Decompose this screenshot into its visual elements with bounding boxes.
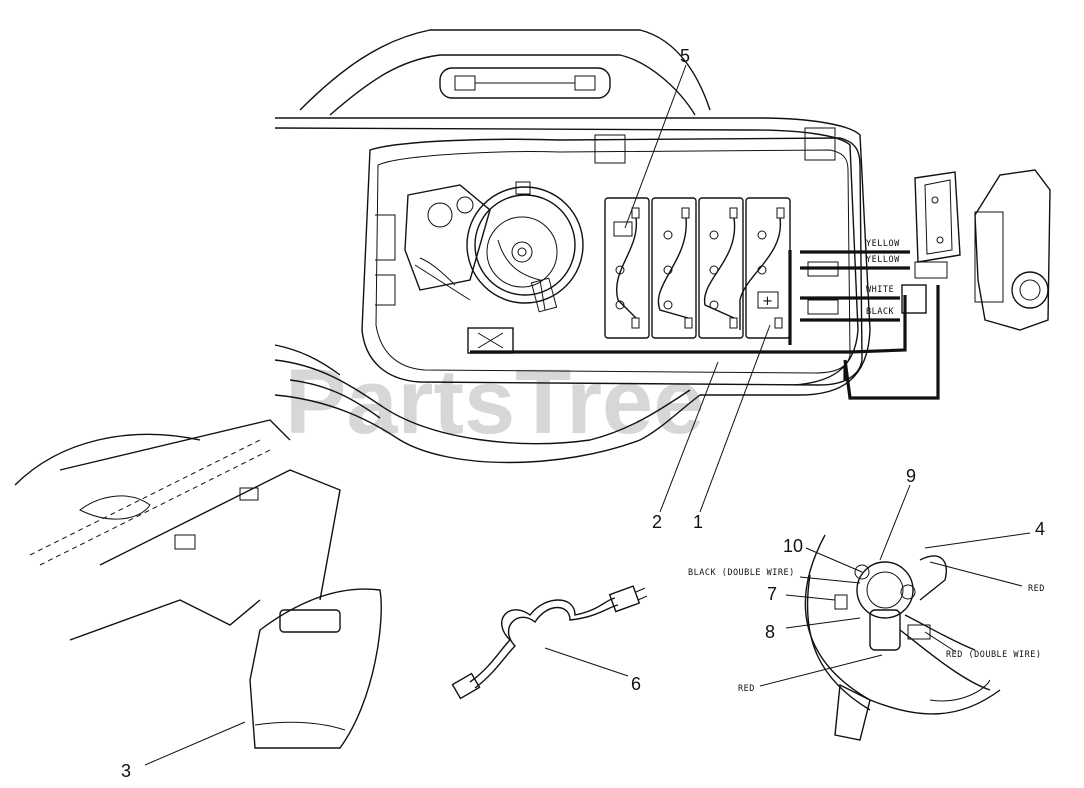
- control-box: [914, 169, 1051, 331]
- callout-4: 4: [1035, 519, 1045, 539]
- grass-chute-assembly: [14, 419, 382, 749]
- wiring-harness: [575, 250, 940, 400]
- callout-2: 2: [652, 512, 662, 532]
- callout-7: 7: [767, 584, 777, 604]
- solenoid-detail: [804, 534, 1001, 741]
- wire-label-yellow-bottom: YELLOW: [866, 255, 900, 265]
- leader-lines: [144, 64, 1031, 766]
- wire-label-yellow-top: YELLOW: [866, 239, 900, 249]
- watermark-text: PartsTree: [285, 351, 704, 453]
- callout-6: 6: [631, 674, 641, 694]
- callout-1: 1: [693, 512, 703, 532]
- callout-10: 10: [783, 536, 803, 556]
- mower-chassis: [274, 29, 871, 464]
- wire-label-red-bottom: RED: [738, 684, 755, 694]
- callout-9: 9: [906, 466, 916, 486]
- motor-assembly: [404, 181, 584, 354]
- battery-pack: +: [604, 197, 791, 339]
- charger-cord: [451, 585, 648, 700]
- wire-label-red-right: RED: [1028, 584, 1045, 594]
- wire-label-black: BLACK: [866, 307, 894, 317]
- callout-5: 5: [680, 46, 690, 66]
- battery-plus-symbol: +: [762, 294, 773, 309]
- wire-label-black-double: BLACK (DOUBLE WIRE): [688, 568, 795, 578]
- callout-8: 8: [765, 622, 775, 642]
- wire-label-white: WHITE: [866, 285, 894, 295]
- wire-label-red-double: RED (DOUBLE WIRE): [946, 650, 1042, 660]
- callout-3: 3: [121, 761, 131, 781]
